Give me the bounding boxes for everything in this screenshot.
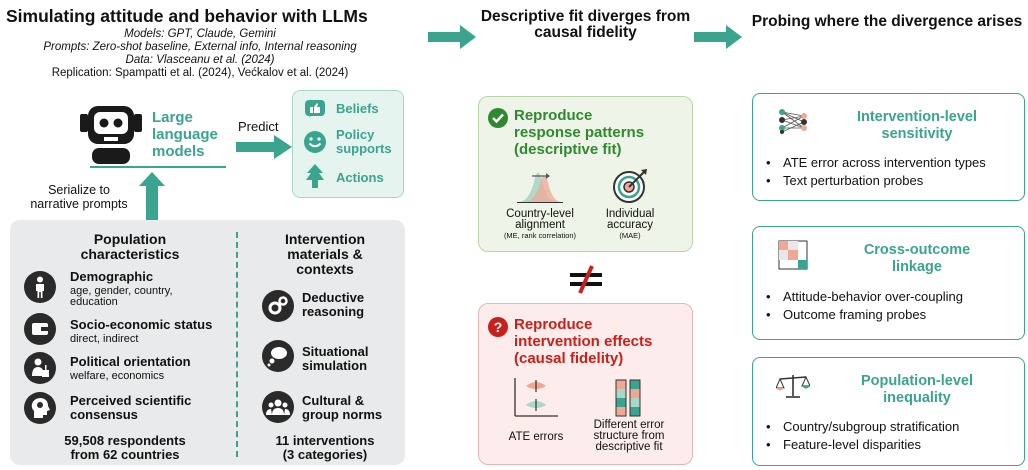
error-matrix-icon bbox=[615, 379, 641, 417]
card1-bullet-2: Text perturbation probes bbox=[766, 172, 923, 189]
card2-bullet-1: Attitude-behavior over-coupling bbox=[766, 288, 963, 305]
deductive-line1: Deductive bbox=[302, 290, 365, 305]
scale-icon bbox=[776, 375, 810, 398]
ate-errors-label: ATE errors bbox=[508, 431, 564, 443]
distribution-curves-icon bbox=[517, 172, 563, 203]
ate-plot-icon bbox=[514, 378, 558, 417]
interventions-count-line2: (3 categories) bbox=[282, 447, 368, 462]
serialize-line1: Serialize to bbox=[48, 183, 110, 197]
intervention-heading-line3: contexts bbox=[296, 261, 354, 277]
target-icon bbox=[613, 169, 647, 203]
cultural-line1: Cultural & bbox=[302, 393, 365, 408]
country-alignment-note: (ME, rank correlation) bbox=[503, 231, 577, 240]
models-line: Models: GPT, Claude, Gemini bbox=[124, 28, 276, 40]
llm-label-line1: Large bbox=[152, 109, 193, 126]
causal-title-line3: (causal fidelity) bbox=[514, 350, 624, 367]
card1-bullet-1: ATE error across intervention types bbox=[766, 154, 986, 171]
population-heading-line1: Population bbox=[93, 231, 167, 247]
political-sub: welfare, economics bbox=[70, 370, 165, 382]
political-title: Political orientation bbox=[70, 354, 191, 369]
card1-title-line2: sensitivity bbox=[881, 126, 953, 142]
gears-icon bbox=[262, 290, 294, 322]
error-structure-line3: descriptive fit bbox=[595, 441, 663, 453]
causal-title-line2: intervention effects bbox=[514, 333, 653, 350]
respondents-line1: 59,508 respondents bbox=[64, 433, 186, 448]
situational-line1: Situational bbox=[302, 344, 369, 359]
card3-bullet-2: Feature-level disparities bbox=[766, 436, 921, 453]
intervention-heading-line1: Intervention bbox=[284, 231, 366, 247]
socioeconomic-title: Socio-economic status bbox=[70, 317, 213, 332]
check-circle-icon bbox=[488, 108, 508, 128]
output-actions: Actions bbox=[336, 170, 384, 185]
country-alignment-line2: alignment bbox=[515, 219, 565, 231]
demographic-sub-line1: age, gender, country, bbox=[70, 285, 173, 297]
llm-label-line2: language bbox=[152, 126, 218, 143]
card2-bullet-2: Outcome framing probes bbox=[766, 306, 926, 323]
demographic-sub-line2: education bbox=[70, 296, 118, 308]
matrix-icon bbox=[778, 240, 808, 270]
deductive-line2: reasoning bbox=[302, 304, 365, 319]
speaker-icon bbox=[24, 352, 56, 384]
llm-label-line3: models bbox=[152, 143, 205, 160]
causal-fidelity-box bbox=[478, 303, 693, 465]
arrow-right-icon bbox=[694, 25, 742, 49]
divider bbox=[236, 232, 238, 457]
smiley-icon bbox=[304, 131, 326, 153]
output-beliefs: Beliefs bbox=[336, 101, 379, 116]
data-line: Data: Vlasceanu et al. (2024) bbox=[125, 54, 275, 66]
descriptive-fit-box bbox=[478, 96, 693, 252]
serialize-line2: narrative prompts bbox=[30, 197, 128, 211]
predict-arrow-icon bbox=[236, 135, 292, 159]
consensus-title-line1: Perceived scientific bbox=[70, 393, 192, 408]
individual-accuracy-note: (MAE) bbox=[619, 231, 641, 240]
socioeconomic-sub: direct, indirect bbox=[70, 333, 139, 345]
demographic-title: Demographic bbox=[70, 269, 154, 284]
not-equal-icon bbox=[570, 265, 602, 294]
brain-head-icon bbox=[24, 392, 56, 424]
card2-title-line2: linkage bbox=[892, 259, 942, 275]
error-structure-line2: structure from bbox=[593, 430, 665, 442]
serialize-arrow-icon bbox=[139, 172, 165, 222]
person-icon bbox=[24, 271, 56, 303]
question-circle-icon: ? bbox=[488, 317, 508, 337]
predict-label: Predict bbox=[238, 119, 279, 134]
individual-accuracy-line2: accuracy bbox=[606, 219, 654, 231]
tree-icon bbox=[306, 164, 324, 188]
interventions-count-line1: 11 interventions bbox=[275, 433, 375, 448]
consensus-title-line2: consensus bbox=[70, 407, 138, 422]
fit-title-line2: response patterns bbox=[514, 124, 645, 141]
card3-title-line2: inequality bbox=[883, 390, 951, 406]
network-icon bbox=[779, 109, 807, 134]
fit-title-line1: Reproduce bbox=[514, 107, 593, 124]
prompts-line: Prompts: Zero-shot baseline, External in… bbox=[43, 41, 357, 53]
causal-title-line1: Reproduce bbox=[514, 316, 593, 333]
thumbs-up-icon bbox=[305, 100, 325, 118]
fit-title-line3: (descriptive fit) bbox=[514, 141, 622, 158]
output-policy-supports: Policy supports bbox=[336, 127, 392, 156]
card3-bullet-1: Country/subgroup stratification bbox=[766, 418, 959, 435]
arrow-right-icon bbox=[428, 25, 476, 49]
cultural-line2: group norms bbox=[302, 407, 383, 422]
error-structure-line1: Different error bbox=[593, 419, 665, 431]
llm-underline bbox=[90, 166, 226, 168]
group-icon bbox=[262, 391, 294, 423]
card3-title-line1: Population-level bbox=[861, 373, 973, 389]
robot-icon bbox=[80, 106, 142, 164]
card1-title-line1: Intervention-level bbox=[856, 109, 978, 125]
population-heading-line2: characteristics bbox=[80, 246, 180, 262]
individual-accuracy-line1: Individual bbox=[605, 208, 655, 220]
population-panel bbox=[10, 220, 405, 465]
country-alignment-line1: Country-level bbox=[506, 208, 574, 220]
middle-title: Descriptive fit diverges from causal fid… bbox=[480, 8, 691, 41]
thought-cloud-icon bbox=[262, 340, 294, 372]
situational-line2: simulation bbox=[302, 358, 368, 373]
replication-line: Replication: Spampatti et al. (2024), Ve… bbox=[51, 67, 349, 79]
right-title: Probing where the divergence arises bbox=[751, 13, 1023, 30]
svg-text:?: ? bbox=[494, 319, 503, 335]
wallet-icon bbox=[24, 313, 56, 345]
card2-title-line1: Cross-outcome bbox=[863, 242, 971, 258]
respondents-line2: from 62 countries bbox=[70, 447, 180, 462]
main-title: Simulating attitude and behavior with LL… bbox=[6, 6, 368, 26]
intervention-heading-line2: materials & bbox=[287, 246, 363, 262]
